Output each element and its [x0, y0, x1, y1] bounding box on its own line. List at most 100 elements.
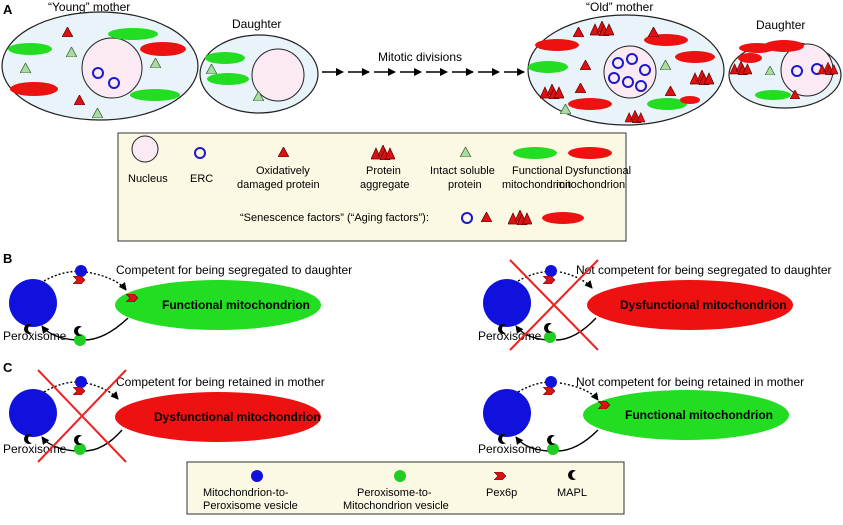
dysfunctional-mito — [568, 98, 612, 110]
legend-damaged-line2: damaged protein — [237, 179, 320, 191]
legend-mtp-line1: Mitochondrion-to- — [203, 487, 289, 499]
legend-intact-line2: protein — [448, 179, 482, 191]
erc-icon — [626, 53, 638, 65]
vesicle-path-dotted — [85, 271, 127, 291]
mito-label: Dysfunctional mitochondrion — [620, 298, 787, 312]
daughter-left-label: Daughter — [232, 17, 281, 31]
erc-icon — [92, 67, 104, 79]
vesicle-path-solid — [41, 325, 77, 341]
functional-mito — [528, 61, 568, 73]
peroxisome — [483, 389, 531, 437]
mitotic-divisions-label: Mitotic divisions — [378, 50, 462, 64]
functional-mito — [207, 73, 249, 85]
panel-a-letter: A — [3, 2, 13, 17]
erc-icon — [635, 80, 647, 92]
vesicle-path-dotted — [85, 382, 119, 400]
legend-dysfunctional-line1: Dysfunctional — [565, 165, 631, 177]
legend-ptm-line1: Peroxisome-to- — [357, 487, 432, 499]
vesicle-path-dotted — [43, 381, 79, 393]
peroxisome-label: Peroxisome — [478, 329, 542, 343]
panel-b-right: Not competent for being segregated to da… — [478, 259, 832, 351]
mito-label: Functional mitochondrion — [625, 408, 773, 422]
panel-b-right-caption: Not competent for being segregated to da… — [576, 263, 832, 277]
functional-mitochondrion — [583, 390, 789, 440]
old-mother-cell: “Old” mother — [527, 0, 725, 126]
panel-b-left: Competent for being segregated to daught… — [3, 263, 352, 346]
ptm-vesicle — [544, 331, 556, 343]
daughter-right-cell: Daughter — [728, 18, 842, 109]
erc-icon — [612, 57, 624, 69]
mtp-vesicle — [75, 376, 87, 388]
dysfunctional-mitochondrion — [587, 280, 793, 330]
panel-c-legend: Mitochondrion-to- Peroxisome vesicle Per… — [186, 461, 625, 515]
panel-c-left-caption: Competent for being retained in mother — [116, 375, 325, 389]
pex6p-icon — [73, 276, 85, 284]
dysfunctional-mito — [675, 51, 715, 63]
daughter-right-label: Daughter — [756, 18, 805, 32]
mito-label: Functional mitochondrion — [162, 298, 310, 312]
ptm-vesicle — [74, 443, 86, 455]
vesicle-path-solid — [41, 436, 77, 452]
legend-functional-mito-icon — [513, 147, 557, 159]
vesicle-path-solid — [83, 317, 129, 341]
panel-c-right: Not competent for being retained in moth… — [478, 375, 804, 456]
peroxisome — [9, 389, 57, 437]
erc-icon — [608, 72, 620, 84]
pex6p-icon — [73, 387, 85, 395]
legend-nucleus-label: Nucleus — [128, 173, 168, 185]
panel-c-right-caption: Not competent for being retained in moth… — [576, 375, 804, 389]
legend-erc-label: ERC — [190, 173, 213, 185]
legend-dysfunctional-mito-icon — [568, 147, 612, 159]
peroxisome — [483, 279, 531, 327]
mtp-vesicle — [75, 265, 87, 277]
mtp-vesicle — [545, 376, 557, 388]
dysfunctional-mitochondrion — [115, 392, 321, 442]
legend-functional-line1: Functional — [512, 165, 563, 177]
dysfunctional-mito — [10, 82, 58, 96]
young-mother-label: “Young” mother — [48, 0, 130, 14]
legend-aggregate-line2: aggregate — [360, 179, 410, 191]
cross-line — [37, 369, 127, 463]
dysfunctional-mito — [535, 39, 579, 51]
dysfunctional-mito — [644, 34, 688, 46]
legend-senescence-label: “Senescence factors” (“Aging factors”): — [240, 212, 429, 224]
functional-mito — [108, 28, 158, 40]
functional-mito — [130, 89, 180, 101]
mitotic-division-arrows: Mitotic divisions — [322, 50, 525, 76]
ptm-vesicle — [547, 443, 559, 455]
ptm-vesicle — [74, 334, 86, 346]
dysfunctional-mito — [140, 42, 186, 56]
erc-icon — [791, 65, 803, 77]
panel-c-letter: C — [3, 360, 13, 375]
vesicle-path-dotted — [43, 270, 79, 282]
legend-mtp-vesicle-icon — [251, 470, 263, 482]
erc-icon — [622, 76, 634, 88]
erc-icon — [639, 64, 651, 76]
legend-aggregate-line1: Protein — [366, 165, 401, 177]
vesicle-path-solid — [515, 325, 549, 341]
panel-b-left-caption: Competent for being segregated to daught… — [116, 263, 352, 277]
peroxisome-label: Peroxisome — [478, 442, 542, 456]
functional-mito — [755, 90, 791, 100]
nucleus — [81, 37, 143, 99]
pex6p-icon — [543, 276, 555, 284]
panel-a-legend: Nucleus ERC Oxidatively damaged protein … — [117, 132, 631, 242]
functional-mito — [205, 52, 245, 64]
vesicle-path-solid — [515, 436, 549, 452]
pex6p-icon — [543, 387, 555, 395]
functional-mito — [8, 43, 52, 55]
cross-line — [509, 259, 599, 351]
dysfunctional-mito — [680, 96, 700, 104]
legend-intact-line1: Intact soluble — [430, 165, 495, 177]
vesicle-path-solid — [83, 429, 123, 452]
peroxisome — [9, 279, 57, 327]
legend-mapl-label: MAPL — [557, 487, 587, 499]
dysfunctional-mito — [764, 40, 804, 52]
legend-ptm-vesicle-icon — [394, 470, 406, 482]
mito-label: Dysfunctional mitochondrion — [154, 410, 321, 424]
legend-pex6p-label: Pex6p — [486, 487, 517, 499]
dysfunctional-mito — [738, 53, 762, 63]
functional-mitochondrion — [115, 280, 321, 330]
legend-functional-line2: mitochondrion — [502, 179, 571, 191]
functional-mito — [647, 98, 687, 110]
